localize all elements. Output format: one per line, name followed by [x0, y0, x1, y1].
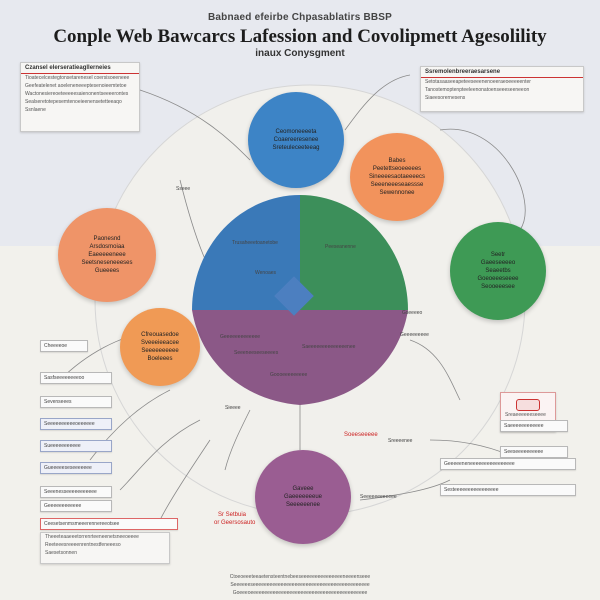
circle-text: Sineeeesaotaeeeecs: [368, 174, 426, 180]
info-panel-bottom-left: Theeeteaaeeetorrenrteeneenetsneeoeeee Re…: [40, 532, 170, 564]
circle-text: Boeleees: [147, 356, 173, 362]
panel-line: Setotasaaseeapeteeseeenenoeeraeoeeeeente…: [425, 79, 531, 85]
circle-text: Seeeeeeeeee: [141, 348, 179, 354]
circle-green-right: Seetr Gaeeseeeeo Seaeetbs Goeoeeeseeee S…: [450, 222, 546, 320]
pie-label-blue: Trusaheeetoanetobe: [232, 240, 278, 246]
circle-text: Seetsneseneeeses: [81, 260, 133, 266]
panel-heading: Czansel elerseratieagllerneies: [21, 63, 139, 74]
left-red-box: Ceesetsenmsmeeerennereeotsee: [40, 518, 178, 530]
pie-label-purple: Seeeneeseeseeees: [234, 350, 279, 356]
left-box: Seeenesseeeeeeeeeee: [40, 486, 112, 498]
left-box: Sueeeeeeeeeee: [40, 440, 112, 452]
pie-label-green: Peeseanenne: [325, 244, 356, 250]
circle-text: Sveeeieeacee: [140, 340, 180, 346]
panel-line: Reeteeesreeeenrentnestfeneeeso: [45, 542, 121, 548]
circle-text: Seooeeesee: [481, 284, 515, 290]
panel-line: Siaeesorernesens: [425, 95, 466, 101]
circle-text: Babes: [388, 158, 406, 164]
node-label: Geeeeeeeee: [400, 332, 429, 338]
central-pie: [192, 195, 408, 405]
supertitle: Babnaed efeirbe Chpasablatirs BBSP: [207, 12, 393, 23]
pie-slice-purple: [192, 310, 408, 405]
right-box: Geeeeeneneeeeeeeeeeeeeeee: [440, 458, 576, 470]
panel-line: Theeeteaaeeetorrenrteeneenetsneeoeeee: [45, 534, 139, 540]
panel-line: Saesetsonnen: [45, 550, 77, 556]
circle-text: Peetettseoeeeees: [372, 166, 422, 172]
pie-label-purple: Geeeeeeeeeeeee: [220, 334, 261, 340]
pie-label-blue: Wenoaes: [255, 270, 277, 276]
node-label: Seeeeeeeeeeee: [360, 494, 397, 500]
left-box: Cheeeeoe: [40, 340, 88, 352]
circle-orange-left: Paonesnd Arsdosmoiaa Eaeeeeeneee Seetsne…: [58, 208, 156, 302]
subtitle: inaux Conysgment: [255, 48, 345, 59]
footer-line: Goeeeoeeeeeeeeeeeeeeeeeeeeeeeeeeeeeeeeee…: [232, 590, 368, 596]
pie-label-purple-right: Saeeeeeeeeeeeeeenee: [302, 344, 356, 350]
node-label: Sreeeenee: [388, 438, 413, 444]
left-box: Seeeeeeeeeeoeeeeee: [40, 418, 112, 430]
circle-text: Gueeees: [94, 268, 120, 274]
circle-text: Coaereeresenee: [273, 137, 319, 143]
info-panel-top-left: Czansel elerseratieagllerneies Tioatecel…: [20, 62, 140, 132]
panel-line: Geefeatelenet aoeleneneeeptesenoieemteto…: [25, 83, 127, 89]
circle-text: Seeeneeeseaessse: [370, 182, 424, 188]
page-title: Conple Web Bawcarcs Lafession and Covoli…: [53, 26, 547, 47]
footer-line: Ctoeoeeeteeaetensteentnebeeseeeeeeeeeeee…: [229, 574, 371, 580]
pie-slice-green: [300, 195, 408, 310]
left-box: Geeeeeeeeeeee: [40, 500, 112, 512]
right-box: Seeseeeeeeeeee: [500, 446, 568, 458]
circle-text: Arsdosmoiaa: [89, 244, 125, 250]
panel-line: Ssnlaene: [25, 107, 46, 113]
panel-heading: Ssremolenbreeraesarsene: [421, 67, 583, 78]
highlight-label: or Geersosauto: [214, 520, 256, 526]
circle-text: Seeeeeenee: [285, 502, 321, 508]
highlight-label: Soeeseeeee: [344, 432, 378, 438]
circle-purple-bottom: Gaveee Gaeeeeeeeue Seeeeeenee: [255, 450, 351, 544]
panel-line: Sealseretotepesemtenoeieenensetetteeaqo: [25, 99, 122, 105]
highlight-label: Sr Setbuia: [218, 512, 247, 518]
circle-top-blue: Ceomoneeeeta Coaereeresenee Sreteuleceet…: [248, 92, 344, 188]
circle-text: Paonesnd: [93, 236, 121, 242]
circle-text: Eaeeeeeneee: [88, 252, 126, 258]
circle-orange-right: Babes Peetettseoeeeees Sineeeesaotaeeeec…: [350, 133, 444, 221]
circle-text: Gaeeseeeeo: [480, 260, 516, 266]
circle-text: Cfreouasedoe: [141, 332, 179, 338]
circle-text: Sewennonee: [379, 190, 415, 196]
pie-slice-blue: [192, 195, 300, 310]
right-box: Sesteeeeeeeeeeeeeeee: [440, 484, 576, 496]
node-label: Gseeeeo: [402, 310, 423, 316]
circle-text: Gaeeeeeeeue: [283, 494, 323, 500]
left-box: Sevenseees: [40, 396, 112, 408]
circle-text: Seetr: [490, 252, 506, 258]
circle-text: Gaveee: [292, 486, 314, 492]
center-diamond: [274, 276, 314, 316]
circle-text: Sreteuleceeteeag: [272, 145, 320, 151]
badge-icon: [516, 399, 540, 411]
node-label: Sieeee: [225, 405, 241, 411]
panel-line: Tanostemoptenpteeleenonatoenseeeseeneeon: [425, 87, 530, 93]
circle-text: Seaeetbs: [485, 268, 511, 274]
right-box: Saeeeeeeeeeeee: [500, 420, 568, 432]
info-panel-top-right: Ssremolenbreeraesarsene Setotasaaseeapet…: [420, 66, 584, 112]
circle-text: Goeoeeeseeee: [477, 276, 519, 282]
circle-text: Ceomoneeeeta: [275, 129, 317, 135]
pie-label-purple: Goooeeeeeeeee: [270, 372, 308, 378]
left-box: Gueeeeeseseeeeeee: [40, 462, 112, 474]
left-box: Sasfseeeeeeeeoo: [40, 372, 112, 384]
footer-line: Seeeeeeseeeeeeeeeeeeeeeeeeeeeeeeeeeeeeee…: [230, 582, 370, 588]
panel-line: Wactonesiereoeteeeeesaienonentseeeeronte…: [25, 91, 129, 97]
panel-line: Tioatecelcestegtonsetarenesel coersisoee…: [25, 75, 130, 81]
node-label: Sseee: [176, 186, 191, 192]
circle-orange-left-lower: Cfreouasedoe Sveeeieeacee Seeeeeeeeee Bo…: [120, 308, 200, 386]
panel-line: Sreaeeeeeeseeee: [505, 412, 546, 418]
